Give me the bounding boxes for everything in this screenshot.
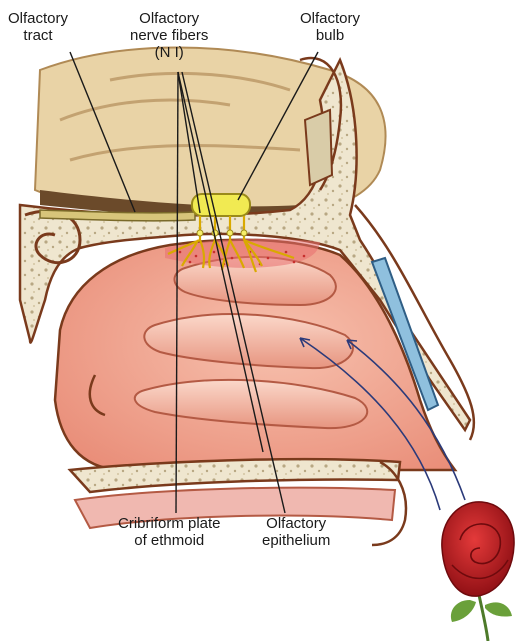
label-olfactory-epithelium: Olfactory epithelium [262, 515, 330, 549]
label-olfactory-bulb: Olfactory bulb [300, 10, 360, 44]
label-cribriform-plate: Cribriform plate of ethmoid [118, 515, 221, 549]
label-olfactory-tract-line2: tract [8, 27, 68, 44]
label-olfactory-tract-line1: Olfactory [8, 10, 68, 27]
label-olfactory-bulb-line2: bulb [300, 27, 360, 44]
label-cribriform-line1: Cribriform plate [118, 515, 221, 532]
label-epithelium-line2: epithelium [262, 532, 330, 549]
label-olfactory-bulb-line1: Olfactory [300, 10, 360, 27]
label-nerve-fibers-line3: (N I) [130, 44, 208, 61]
label-nerve-fibers-line1: Olfactory [130, 10, 208, 27]
label-olfactory-nerve-fibers: Olfactory nerve fibers (N I) [130, 10, 208, 61]
nasal-cavity [55, 240, 455, 470]
label-epithelium-line1: Olfactory [262, 515, 330, 532]
label-cribriform-line2: of ethmoid [118, 532, 221, 549]
rose-flower-icon [442, 502, 514, 641]
label-olfactory-tract: Olfactory tract [8, 10, 68, 44]
label-nerve-fibers-line2: nerve fibers [130, 27, 208, 44]
